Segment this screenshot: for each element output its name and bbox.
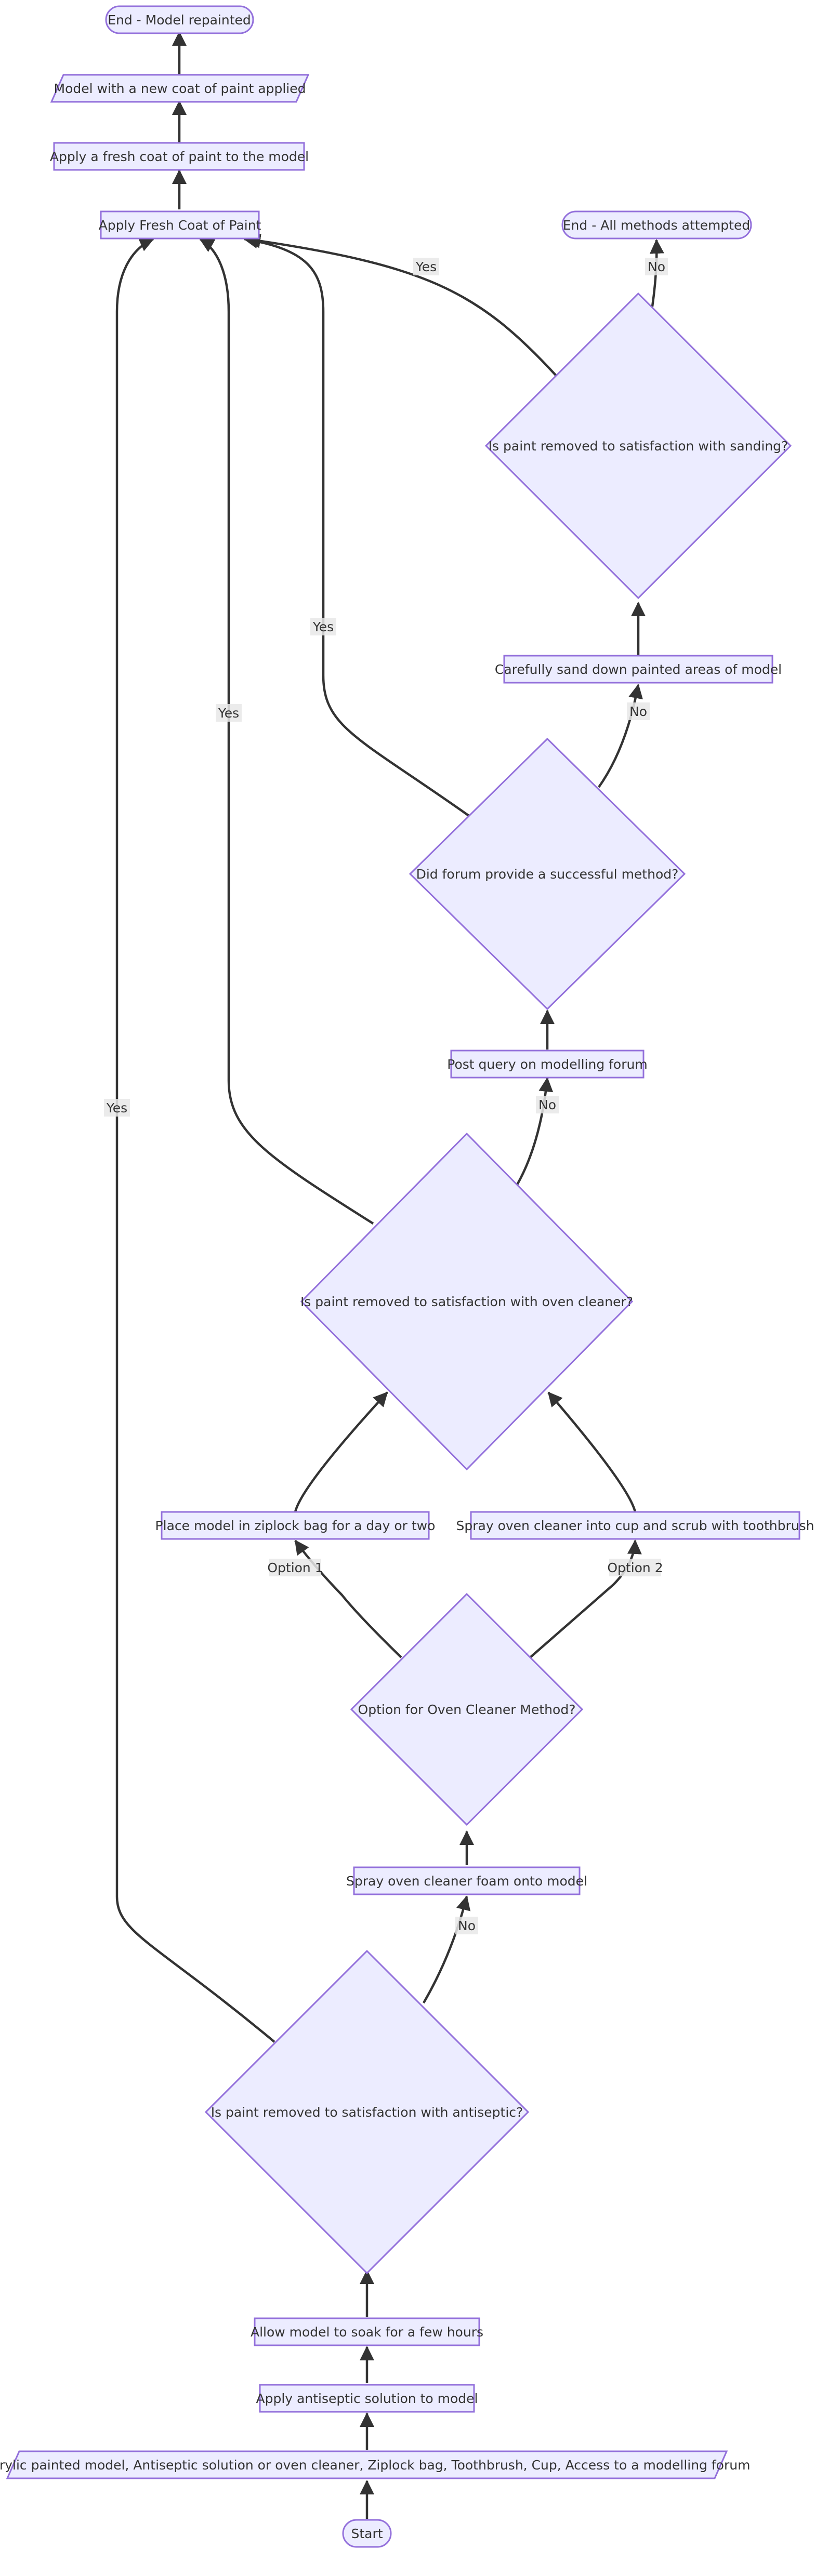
edge-ziplock-to-q-oven [294, 1391, 388, 1512]
svg-text:Is paint removed to satisfacti: Is paint removed to satisfaction with an… [211, 2105, 523, 2120]
svg-text:Place model in ziplock bag for: Place model in ziplock bag for a day or … [155, 1518, 436, 1533]
node-sand[interactable]: Carefully sand down painted areas of mod… [495, 655, 782, 684]
svg-text:Spray oven cleaner foam onto m: Spray oven cleaner foam onto model [346, 1874, 587, 1889]
node-cup-scrub[interactable]: Spray oven cleaner into cup and scrub wi… [456, 1511, 814, 1540]
node-materials[interactable]: Acrylic painted model, Antiseptic soluti… [0, 2450, 750, 2479]
edge-q-oven-to-forum-post [516, 1077, 554, 1186]
svg-text:Yes: Yes [312, 619, 334, 634]
node-spray-foam[interactable]: Spray oven cleaner foam onto model [346, 1866, 587, 1895]
edge-cup-scrub-to-q-oven [547, 1391, 637, 1512]
edge-label-forum-yes: Yes [310, 618, 336, 635]
svg-text:No: No [648, 259, 665, 274]
node-q-oven[interactable]: Is paint removed to satisfaction with ov… [300, 1132, 634, 1471]
edge-label-option-1: Option 1 [267, 1559, 323, 1576]
edge-labels: Yes No Option 1 Option 2 Yes No Yes No [104, 258, 668, 1934]
nodes: End - Model repainted Model with a new c… [0, 5, 814, 2548]
svg-text:Option 1: Option 1 [267, 1560, 323, 1575]
node-end-repainted[interactable]: End - Model repainted [105, 5, 254, 34]
edge-q-antiseptic-to-fresh-paint [115, 237, 275, 2043]
svg-text:Acrylic painted model, Antisep: Acrylic painted model, Antiseptic soluti… [0, 2458, 750, 2473]
edge-q-forum-to-sand [598, 684, 643, 788]
edge-label-sand-yes: Yes [413, 258, 439, 275]
node-coat-applied[interactable]: Model with a new coat of paint applied [50, 74, 310, 103]
svg-text:Yes: Yes [106, 1100, 127, 1116]
svg-text:Yes: Yes [218, 706, 239, 721]
edge-label-oven-yes: Yes [216, 704, 242, 722]
node-ziplock[interactable]: Place model in ziplock bag for a day or … [155, 1511, 436, 1540]
edge-label-forum-no: No [627, 702, 650, 720]
svg-text:Post query on modelling forum: Post query on modelling forum [447, 1057, 647, 1072]
node-apply-antiseptic[interactable]: Apply antiseptic solution to model [256, 2384, 478, 2413]
edge-label-sand-no: No [645, 258, 668, 275]
svg-text:Apply Fresh Coat of Paint: Apply Fresh Coat of Paint [99, 218, 261, 233]
svg-text:Apply a fresh coat of paint to: Apply a fresh coat of paint to the model [50, 149, 309, 164]
edge-label-antiseptic-yes: Yes [104, 1099, 130, 1117]
svg-text:Start: Start [351, 2526, 383, 2541]
node-q-sand[interactable]: Is paint removed to satisfaction with sa… [484, 292, 792, 600]
svg-text:No: No [458, 1918, 476, 1933]
node-q-option[interactable]: Option for Oven Cleaner Method? [350, 1592, 584, 1826]
node-start[interactable]: Start [342, 2519, 392, 2548]
edge-q-oven-to-fresh-paint [199, 238, 374, 1225]
edge-label-oven-no: No [536, 1096, 559, 1113]
edges [115, 31, 664, 2519]
node-soak[interactable]: Allow model to soak for a few hours [251, 2317, 483, 2346]
edge-q-antiseptic-to-spray-foam [423, 1895, 471, 2004]
svg-text:Is paint removed to satisfacti: Is paint removed to satisfaction with ov… [300, 1294, 633, 1309]
edge-q-forum-to-fresh-paint [243, 234, 470, 817]
svg-text:Spray oven cleaner into cup an: Spray oven cleaner into cup and scrub wi… [456, 1518, 814, 1533]
svg-text:End - Model repainted: End - Model repainted [108, 12, 251, 28]
node-apply-coat[interactable]: Apply a fresh coat of paint to the model [50, 142, 309, 171]
node-q-forum[interactable]: Did forum provide a successful method? [409, 737, 686, 1011]
edge-q-sand-to-fresh-paint [246, 233, 557, 377]
svg-text:Allow model to soak for a few: Allow model to soak for a few hours [251, 2325, 483, 2340]
node-q-antiseptic[interactable]: Is paint removed to satisfaction with an… [204, 1949, 530, 2275]
edge-q-option-to-cup-scrub [529, 1539, 642, 1658]
svg-text:Option for Oven Cleaner Method: Option for Oven Cleaner Method? [358, 1702, 576, 1717]
svg-text:Option 2: Option 2 [607, 1560, 663, 1575]
node-fresh-paint[interactable]: Apply Fresh Coat of Paint [99, 210, 261, 240]
node-end-all[interactable]: End - All methods attempted [561, 210, 752, 240]
svg-text:No: No [538, 1097, 556, 1112]
svg-text:Carefully sand down painted ar: Carefully sand down painted areas of mod… [495, 662, 782, 677]
edge-label-antiseptic-no: No [455, 1917, 478, 1934]
node-forum-post[interactable]: Post query on modelling forum [447, 1050, 648, 1079]
svg-text:Model with a new coat of paint: Model with a new coat of paint applied [54, 81, 306, 96]
svg-text:End - All methods attempted: End - All methods attempted [563, 218, 750, 233]
svg-text:Did forum provide a successful: Did forum provide a successful method? [416, 867, 679, 882]
svg-text:Yes: Yes [415, 259, 437, 274]
svg-text:Is paint removed to satisfacti: Is paint removed to satisfaction with sa… [489, 439, 788, 454]
svg-text:No: No [629, 704, 647, 719]
edge-label-option-2: Option 2 [607, 1559, 663, 1576]
edge-q-option-to-ziplock [294, 1539, 402, 1658]
svg-text:Apply antiseptic solution to m: Apply antiseptic solution to model [256, 2391, 478, 2406]
